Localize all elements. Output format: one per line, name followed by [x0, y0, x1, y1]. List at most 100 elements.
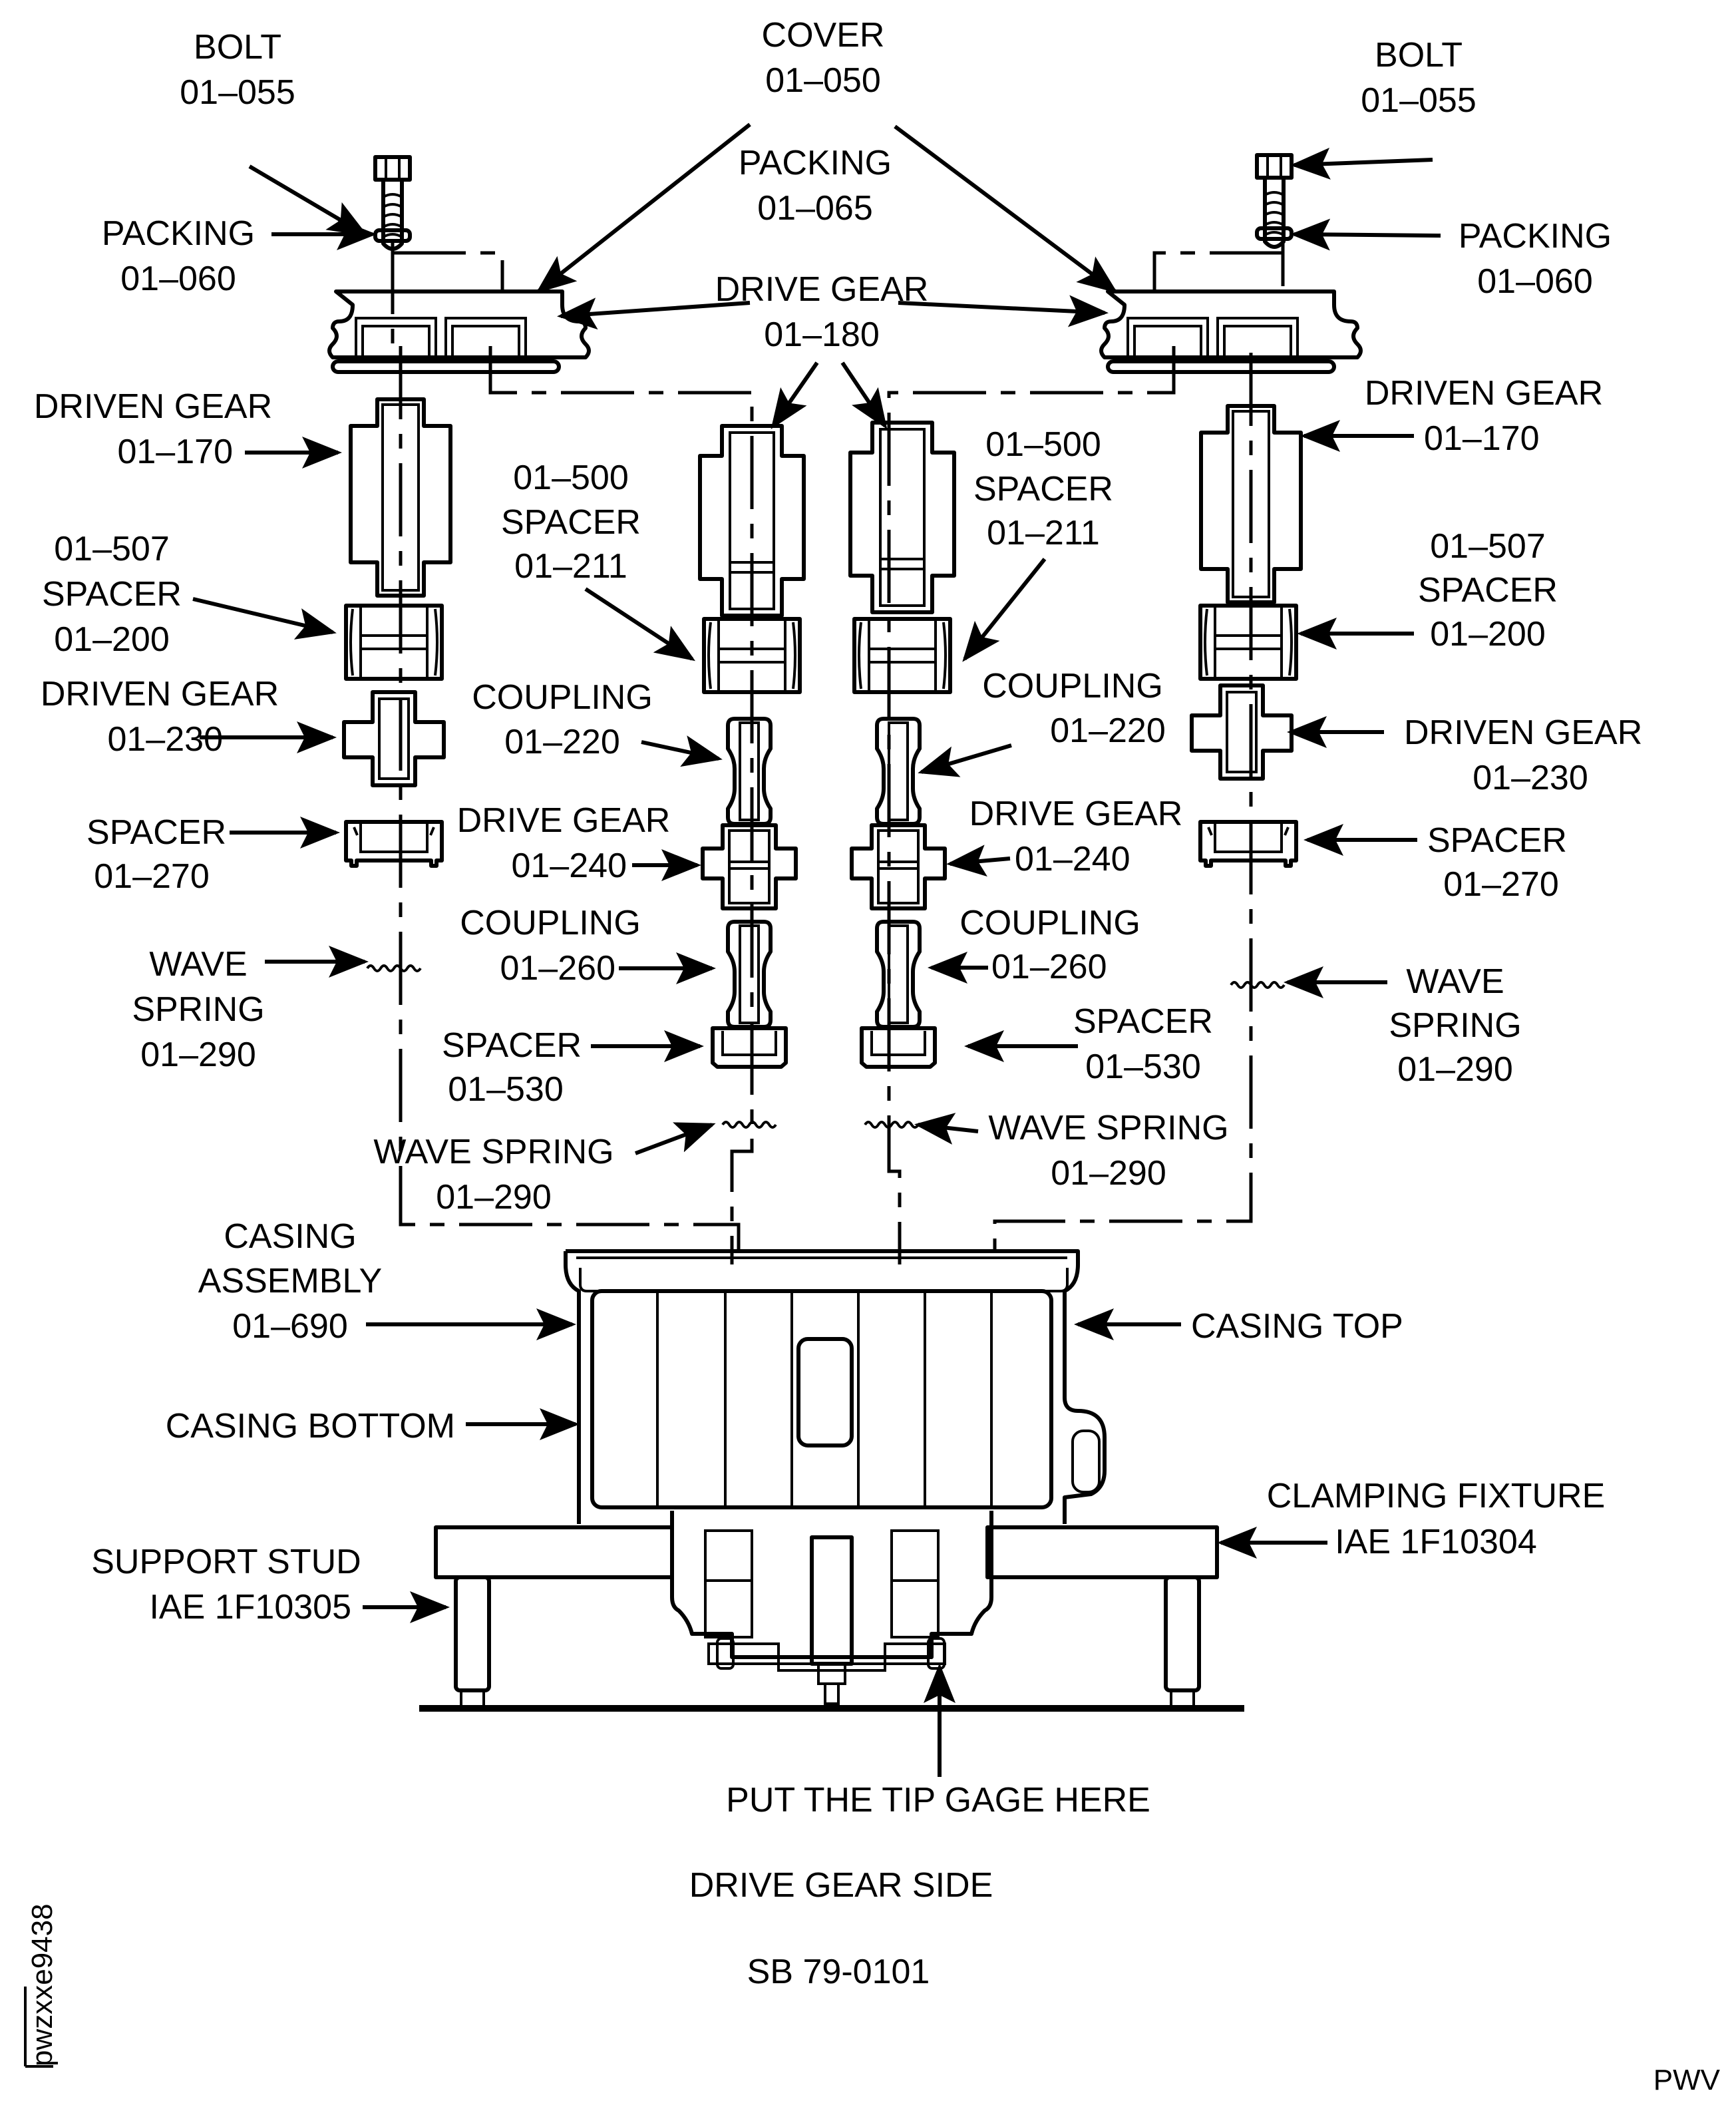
- svg-text:CASING: CASING: [224, 1217, 356, 1256]
- packing-plate-left: [333, 361, 559, 372]
- svg-text:WAVE: WAVE: [149, 945, 247, 984]
- coupling-220-right: [877, 719, 920, 824]
- svg-text:01–507: 01–507: [1430, 527, 1546, 566]
- bolt-left: [375, 157, 410, 249]
- label-coupling-220-left: COUPLING 01–220: [472, 678, 653, 761]
- tip-gage-callout: PUT THE TIP GAGE HERE: [726, 1781, 1150, 1819]
- svg-text:01–270: 01–270: [1443, 865, 1559, 904]
- label-wave-spring-inner-left: WAVE SPRING 01–290: [373, 1133, 613, 1217]
- figure-title: DRIVE GEAR SIDE: [689, 1866, 993, 1905]
- driven-gear-230-left: [344, 692, 444, 785]
- svg-text:DRIVE GEAR: DRIVE GEAR: [969, 795, 1183, 833]
- label-wave-spring-inner-right: WAVE SPRING 01–290: [988, 1109, 1228, 1193]
- label-drive-gear-240-right: DRIVE GEAR 01–240: [969, 795, 1183, 878]
- packing-plate-right: [1108, 361, 1334, 372]
- svg-text:COUPLING: COUPLING: [460, 904, 641, 942]
- svg-text:01–240: 01–240: [511, 847, 627, 885]
- wave-spring-outer-right: [1230, 981, 1286, 989]
- svg-text:01–065: 01–065: [757, 189, 873, 228]
- label-coupling-220-right: COUPLING 01–220: [982, 667, 1166, 750]
- spacer-200-left: [346, 606, 442, 679]
- label-spacer-270-left: SPACER 01–270: [87, 813, 226, 896]
- svg-text:BOLT: BOLT: [194, 28, 281, 67]
- label-spacer-211-right: 01–500 SPACER 01–211: [973, 425, 1113, 552]
- label-casing-bottom: CASING BOTTOM: [166, 1407, 455, 1445]
- svg-text:COUPLING: COUPLING: [472, 678, 653, 717]
- support-stud-right: [1164, 1575, 1201, 1710]
- drive-gear-240-right: [852, 825, 945, 908]
- label-cover: COVER 01–050: [762, 16, 885, 100]
- svg-text:01–270: 01–270: [94, 857, 210, 896]
- wave-spring-inner-left: [721, 1121, 777, 1129]
- label-spacer-530-right: SPACER 01–530: [1073, 1002, 1213, 1086]
- svg-text:DRIVEN GEAR: DRIVEN GEAR: [34, 387, 272, 426]
- bolt-right: [1257, 155, 1292, 247]
- spacer-530-right: [862, 1028, 935, 1067]
- coupling-260-right: [877, 922, 920, 1027]
- label-casing-top: CASING TOP: [1191, 1307, 1403, 1346]
- svg-text:01–060: 01–060: [1477, 262, 1593, 301]
- svg-text:BOLT: BOLT: [1375, 36, 1463, 75]
- svg-text:ASSEMBLY: ASSEMBLY: [198, 1262, 382, 1300]
- leader-lines: [192, 122, 1441, 1777]
- label-spacer-270-right: SPACER 01–270: [1427, 821, 1567, 904]
- svg-text:01–260: 01–260: [991, 948, 1107, 986]
- svg-text:01–060: 01–060: [120, 260, 236, 298]
- label-driven-gear-170-right: DRIVEN GEAR 01–170: [1365, 374, 1603, 458]
- svg-text:01–290: 01–290: [140, 1036, 256, 1074]
- wave-spring-outer-left: [366, 964, 422, 972]
- svg-text:SPACER: SPACER: [442, 1026, 582, 1065]
- corner-code: PWV: [1653, 2064, 1721, 2096]
- svg-text:01–530: 01–530: [1085, 1048, 1201, 1086]
- svg-text:PACKING: PACKING: [1459, 217, 1612, 256]
- svg-text:SPACER: SPACER: [42, 575, 182, 614]
- label-spacer-211-left: 01–500 SPACER 01–211: [501, 459, 641, 586]
- label-clamping-fixture: CLAMPING FIXTURE IAE 1F10304: [1267, 1477, 1606, 1561]
- svg-text:01–230: 01–230: [1473, 759, 1588, 797]
- figure-id: pwzxxe9438: [24, 1903, 59, 2068]
- svg-text:COVER: COVER: [762, 16, 885, 55]
- svg-text:CASING TOP: CASING TOP: [1191, 1307, 1403, 1346]
- label-driven-gear-230-right: DRIVEN GEAR 01–230: [1404, 713, 1642, 797]
- label-wave-spring-outer-right: WAVE SPRING 01–290: [1389, 962, 1521, 1089]
- svg-text:DRIVEN GEAR: DRIVEN GEAR: [1404, 713, 1642, 752]
- svg-text:01–230: 01–230: [107, 720, 223, 759]
- label-spacer-200-right: 01–507 SPACER 01–200: [1418, 527, 1558, 654]
- svg-text:01–200: 01–200: [54, 620, 170, 659]
- label-support-stud: SUPPORT STUD IAE 1F10305: [91, 1543, 361, 1627]
- spacer-211-right: [854, 619, 950, 692]
- svg-text:SPRING: SPRING: [132, 990, 264, 1029]
- svg-text:01–211: 01–211: [987, 514, 1100, 552]
- svg-text:01–170: 01–170: [1424, 419, 1540, 458]
- svg-text:01–240: 01–240: [1015, 840, 1130, 878]
- svg-text:SPACER: SPACER: [87, 813, 226, 852]
- svg-text:DRIVE GEAR: DRIVE GEAR: [457, 801, 671, 840]
- svg-text:DRIVEN GEAR: DRIVEN GEAR: [1365, 374, 1603, 413]
- label-driven-gear-230-left: DRIVEN GEAR 01–230: [41, 675, 279, 759]
- svg-text:01–290: 01–290: [1051, 1154, 1166, 1193]
- svg-text:DRIVE GEAR: DRIVE GEAR: [715, 270, 929, 309]
- coupling-220-left: [728, 719, 771, 824]
- support-stud-left: [454, 1575, 491, 1710]
- svg-text:DRIVEN GEAR: DRIVEN GEAR: [41, 675, 279, 713]
- svg-text:SUPPORT STUD: SUPPORT STUD: [91, 1543, 361, 1581]
- svg-text:SPACER: SPACER: [501, 503, 641, 542]
- svg-text:CASING BOTTOM: CASING BOTTOM: [166, 1407, 455, 1445]
- svg-text:01–260: 01–260: [500, 949, 615, 988]
- svg-text:SPACER: SPACER: [1427, 821, 1567, 860]
- svg-text:IAE 1F10305: IAE 1F10305: [149, 1588, 351, 1627]
- label-drive-gear-180: DRIVE GEAR 01–180: [715, 270, 929, 354]
- svg-text:SPACER: SPACER: [1073, 1002, 1213, 1041]
- svg-text:01–530: 01–530: [448, 1070, 564, 1109]
- svg-text:01–050: 01–050: [765, 61, 881, 100]
- svg-text:WAVE SPRING: WAVE SPRING: [373, 1133, 613, 1171]
- coupling-260-left: [728, 922, 771, 1027]
- label-packing-left: PACKING 01–060: [102, 214, 255, 298]
- svg-text:01–055: 01–055: [180, 73, 295, 112]
- label-spacer-530-left: SPACER 01–530: [442, 1026, 582, 1109]
- svg-text:SPRING: SPRING: [1389, 1006, 1521, 1045]
- clamping-fixture: [434, 1525, 1219, 1579]
- label-coupling-260-left: COUPLING 01–260: [460, 904, 641, 988]
- cover-left: [329, 291, 589, 357]
